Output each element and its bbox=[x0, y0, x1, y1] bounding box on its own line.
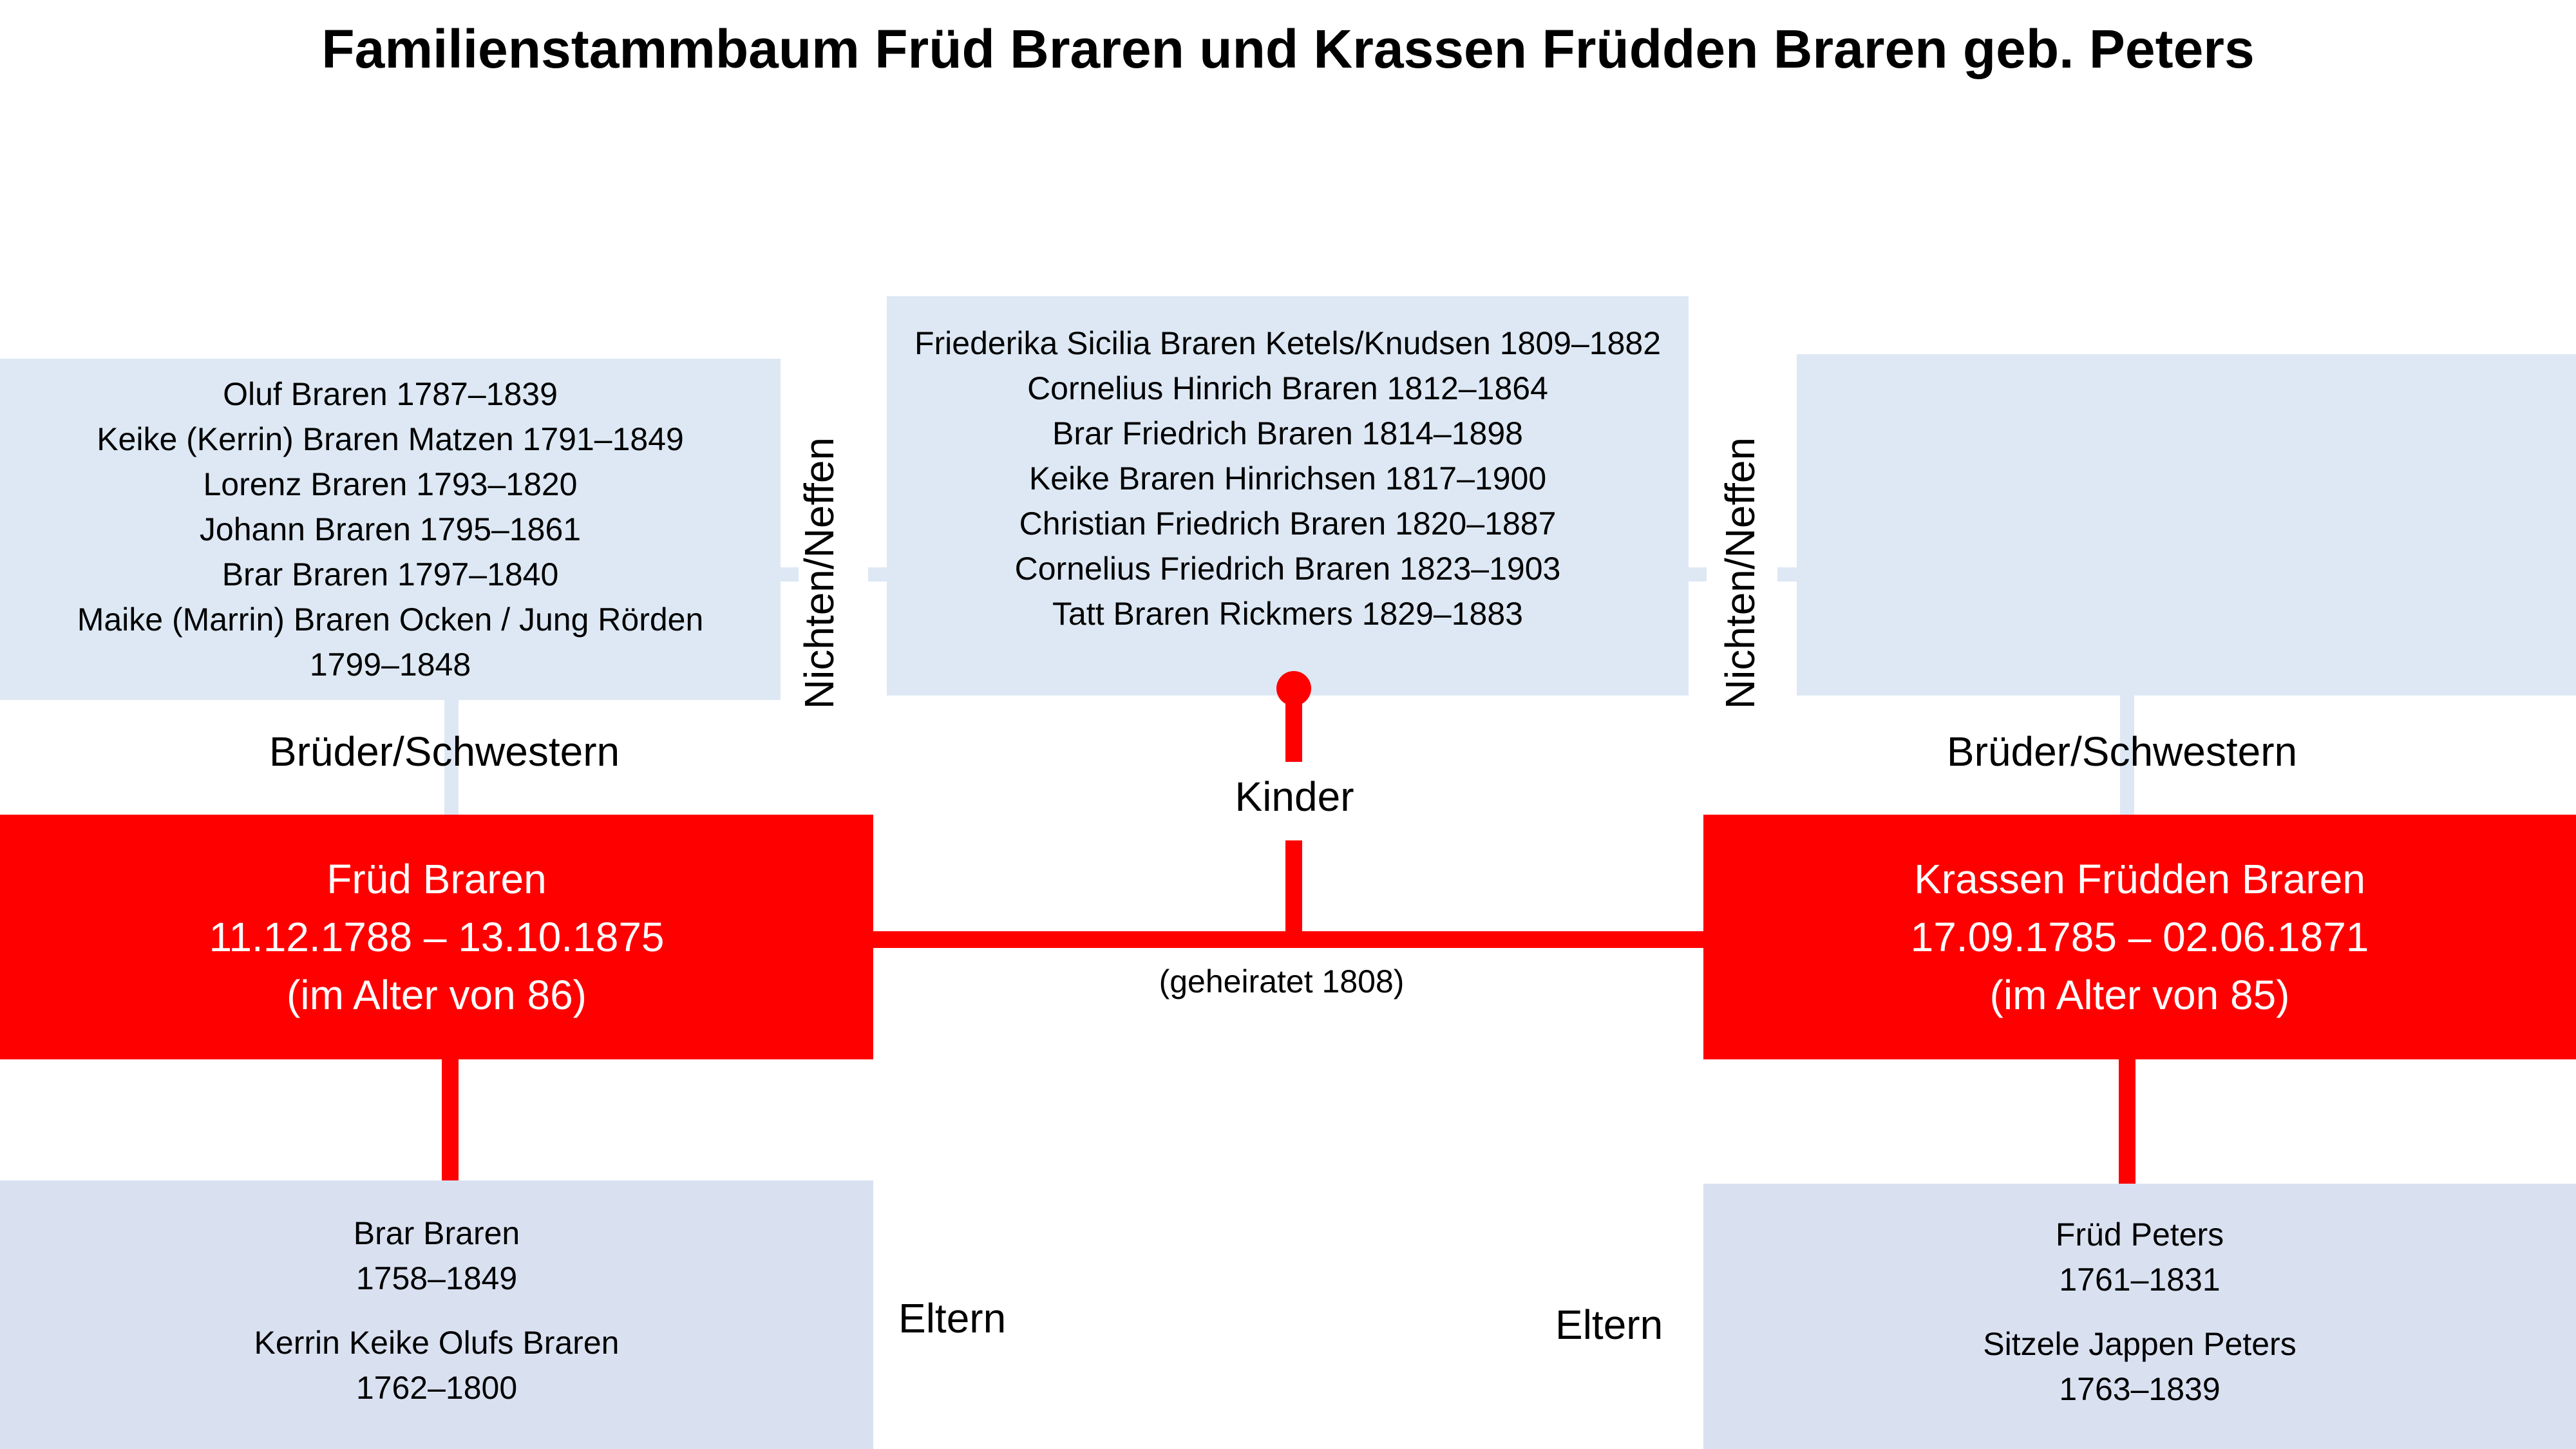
person-age: (im Alter von 85) bbox=[1989, 972, 2290, 1018]
parent-entry: Kerrin Keike Olufs Braren 1762–1800 bbox=[0, 1320, 873, 1410]
parent-name: Früd Peters bbox=[2055, 1217, 2224, 1253]
list-item: Brar Braren 1797–1840 bbox=[222, 556, 559, 592]
children-label: Kinder bbox=[1235, 773, 1354, 820]
list-item: Cornelius Hinrich Braren 1812–1864 bbox=[1027, 370, 1548, 406]
page-title: Familienstammbaum Früd Braren und Krasse… bbox=[321, 19, 2255, 79]
person-age: (im Alter von 86) bbox=[287, 972, 587, 1018]
parent-entry: Brar Braren 1758–1849 bbox=[0, 1211, 873, 1301]
list-item: Friederika Sicilia Braren Ketels/Knudsen… bbox=[914, 325, 1662, 361]
parent-years: 1758–1849 bbox=[355, 1260, 518, 1296]
person-name: Früd Braren bbox=[327, 856, 547, 902]
person-name: Krassen Früdden Braren bbox=[1914, 856, 2365, 902]
siblings-left-box: Oluf Braren 1787–1839 Keike (Kerrin) Bra… bbox=[0, 359, 781, 700]
list-item: Brar Friedrich Braren 1814–1898 bbox=[1052, 415, 1523, 451]
person-box-krassen-braren: Krassen Früdden Braren 17.09.1785 – 02.0… bbox=[1703, 815, 2576, 1059]
parent-entry: Früd Peters 1761–1831 bbox=[1703, 1212, 2576, 1302]
person-dates: 17.09.1785 – 02.06.1871 bbox=[1910, 914, 2369, 960]
connector-nieces-left-b bbox=[868, 567, 887, 582]
parent-name: Brar Braren bbox=[353, 1215, 520, 1251]
list-item: Christian Friedrich Braren 1820–1887 bbox=[1019, 506, 1557, 542]
parents-label-left: Eltern bbox=[898, 1295, 1007, 1341]
list-item: 1799–1848 bbox=[309, 647, 471, 683]
parent-years: 1763–1839 bbox=[2059, 1371, 2221, 1407]
parent-name: Sitzele Jappen Peters bbox=[1983, 1326, 2297, 1362]
connector-siblings-right bbox=[2120, 696, 2134, 815]
list-item: Keike (Kerrin) Braren Matzen 1791–1849 bbox=[97, 421, 684, 457]
parents-left-box: Brar Braren 1758–1849 Kerrin Keike Olufs… bbox=[0, 1180, 873, 1449]
list-item: Johann Braren 1795–1861 bbox=[199, 511, 582, 547]
connector-siblings-left bbox=[444, 699, 459, 815]
siblings-label-left: Brüder/Schwestern bbox=[269, 728, 620, 775]
list-item: Lorenz Braren 1793–1820 bbox=[203, 466, 578, 502]
children-line-lower bbox=[1285, 840, 1302, 940]
parent-years: 1762–1800 bbox=[355, 1369, 518, 1406]
list-item: Oluf Braren 1787–1839 bbox=[223, 376, 558, 412]
siblings-right-box bbox=[1797, 354, 2576, 696]
connector-nieces-right-b bbox=[1777, 567, 1797, 582]
nieces-nephews-label-right: Nichten/Neffen bbox=[1717, 437, 1763, 710]
person-dates: 11.12.1788 – 13.10.1875 bbox=[209, 914, 665, 960]
children-box: Friederika Sicilia Braren Ketels/Knudsen… bbox=[887, 296, 1689, 696]
parent-entry: Sitzele Jappen Peters 1763–1839 bbox=[1703, 1321, 2576, 1412]
person-box-frued-braren: Früd Braren 11.12.1788 – 13.10.1875 (im … bbox=[0, 815, 873, 1059]
parent-name: Kerrin Keike Olufs Braren bbox=[254, 1324, 620, 1361]
parents-line-left bbox=[442, 1056, 459, 1182]
siblings-label-right: Brüder/Schwestern bbox=[1946, 728, 2298, 775]
list-item: Tatt Braren Rickmers 1829–1883 bbox=[1052, 596, 1523, 632]
list-item: Cornelius Friedrich Braren 1823–1903 bbox=[1014, 551, 1561, 587]
parent-years: 1761–1831 bbox=[2059, 1262, 2221, 1298]
parents-right-box: Früd Peters 1761–1831 Sitzele Jappen Pet… bbox=[1703, 1184, 2576, 1449]
married-label: (geheiratet 1808) bbox=[1159, 963, 1405, 999]
parents-label-right: Eltern bbox=[1555, 1302, 1663, 1348]
children-connector-dot bbox=[1276, 671, 1311, 706]
list-item: Keike Braren Hinrichsen 1817–1900 bbox=[1028, 460, 1547, 497]
connector-nieces-left-a bbox=[779, 567, 799, 582]
parents-line-right bbox=[2119, 1056, 2136, 1185]
connector-nieces-right-a bbox=[1687, 567, 1707, 582]
list-item: Maike (Marrin) Braren Ocken / Jung Rörde… bbox=[77, 601, 704, 638]
nieces-nephews-label-left: Nichten/Neffen bbox=[796, 437, 842, 710]
